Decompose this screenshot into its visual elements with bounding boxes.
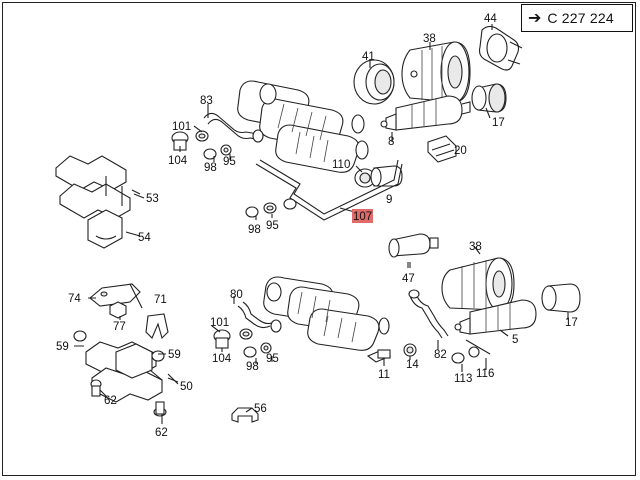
callout-98-mid: 98 (248, 224, 261, 236)
part-107-fuel-line (255, 159, 403, 221)
part-5-pump-assembly (454, 299, 537, 335)
part-82-pipe (408, 289, 449, 339)
callout-101-bottom: 101 (210, 317, 229, 329)
part-80-pipe (237, 301, 282, 333)
callout-116: 116 (476, 368, 494, 380)
callout-59-right: 59 (168, 349, 181, 361)
callout-54: 54 (138, 232, 151, 244)
diagram-border (2, 2, 636, 476)
callout-104-bottom: 104 (212, 353, 232, 365)
part-20-bracket (427, 135, 457, 163)
callout-98-bottom: 98 (246, 361, 259, 373)
arrow-right-icon: ➔ (528, 10, 542, 27)
part-44-clamp-bracket (478, 25, 523, 71)
reference-box: ➔ C 227 224 (521, 4, 633, 32)
part-98-95-washers-bottom (243, 342, 272, 358)
callout-41: 41 (362, 51, 375, 63)
part-101-104-bolts-top (171, 130, 209, 151)
part-101-104-bolts-bottom (213, 328, 253, 349)
callout-95-top: 95 (223, 156, 236, 168)
part-77-nut (109, 301, 127, 319)
callout-95-mid: 95 (266, 220, 279, 232)
part-9-filter-cylinder (370, 165, 403, 187)
callout-59-left: 59 (56, 341, 69, 353)
part-71-bracket (129, 283, 169, 340)
callout-107-highlight (352, 209, 373, 223)
callout-9: 9 (386, 194, 392, 206)
part-8-pump-assembly (380, 95, 471, 131)
callout-82: 82 (434, 349, 447, 361)
callout-62-left: 62 (104, 395, 117, 407)
callout-17-bottom: 17 (565, 317, 578, 329)
part-62-bolts (90, 379, 167, 417)
callout-8: 8 (388, 136, 394, 148)
callout-95-bottom: 95 (266, 353, 279, 365)
part-98-95-washers-top (203, 144, 232, 160)
callout-98-top: 98 (204, 162, 217, 174)
callout-38-top: 38 (423, 33, 436, 45)
callout-14: 14 (406, 359, 419, 371)
part-47-pressure-regulator (388, 233, 439, 268)
callout-17-top: 17 (492, 117, 505, 129)
callout-38-bottom: 38 (469, 241, 482, 253)
callout-47: 47 (402, 273, 415, 285)
part-53-54-bracket-set (55, 155, 141, 249)
part-17-filter-bottom (541, 283, 581, 313)
part-41-ring (353, 59, 395, 105)
callout-53: 53 (146, 193, 159, 205)
part-14-11-113-116-small-parts (366, 339, 491, 364)
callout-5: 5 (512, 334, 518, 346)
callout-113: 113 (454, 373, 472, 385)
part-17-filter-top (471, 83, 507, 113)
part-accumulator-cluster-top (237, 80, 369, 173)
callout-101-top: 101 (172, 121, 191, 133)
callout-71: 71 (154, 294, 167, 306)
callout-56: 56 (254, 403, 267, 415)
part-74-heat-shield (89, 283, 141, 307)
part-98-95-washers-mid (245, 202, 277, 218)
callout-20: 20 (454, 145, 467, 157)
callout-77: 77 (113, 321, 126, 333)
callout-50: 50 (180, 381, 193, 393)
callout-83: 83 (200, 95, 213, 107)
part-56-clip (231, 407, 259, 423)
reference-number: C 227 224 (547, 10, 614, 26)
callout-62-bottom: 62 (155, 427, 168, 439)
callout-107: 107 (353, 211, 372, 223)
callout-74: 74 (68, 293, 81, 305)
part-50-59-bracket-set (73, 330, 179, 403)
part-38-fuel-pump-top (401, 41, 471, 103)
callout-110: 110 (332, 159, 350, 171)
callout-11: 11 (378, 369, 390, 381)
callout-104-top: 104 (168, 155, 188, 167)
callout-44: 44 (484, 13, 497, 25)
part-accumulator-cluster-bottom (263, 276, 390, 351)
callout-80: 80 (230, 289, 243, 301)
leader-lines (74, 24, 569, 424)
part-38-fuel-pump-bottom (441, 257, 515, 311)
